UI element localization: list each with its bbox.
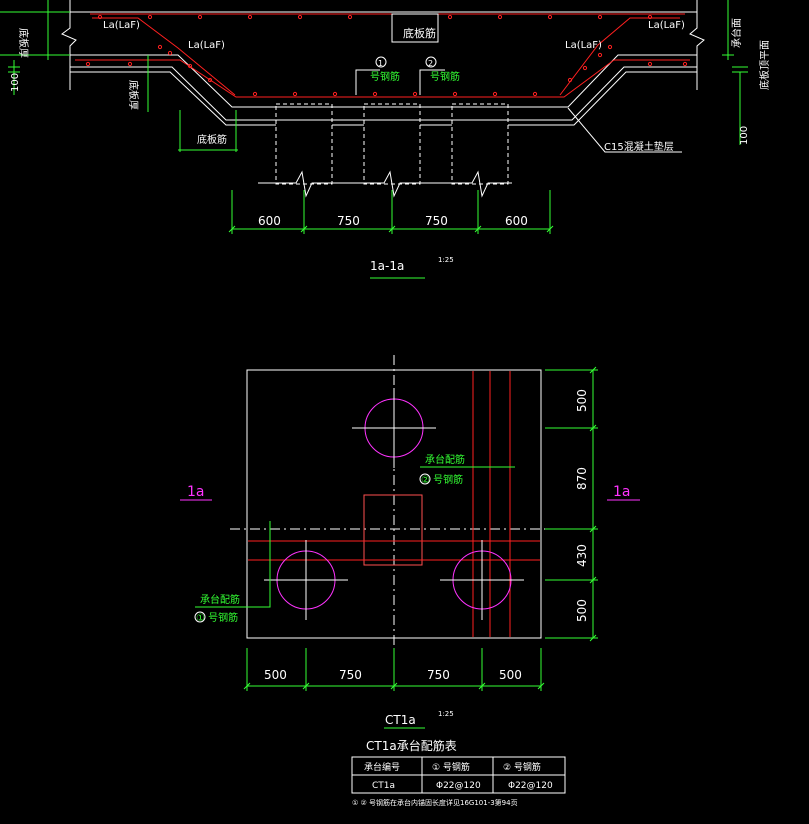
slab-bar-label-bottom: 底板筋: [197, 133, 227, 146]
plan-rebars: [248, 371, 540, 637]
pile-break-line: [258, 170, 512, 198]
plan-dim-bottom-3: 500: [499, 668, 522, 682]
la-label-1: La(LaF): [103, 20, 140, 31]
bottom-rebar-bend-right: [559, 17, 680, 96]
plan-title: CT1a: [385, 713, 416, 727]
plan-view: 1a 1a 承台配筋 ① 号钢筋 承台配筋 ② 号钢筋 500 750 750 …: [180, 355, 640, 729]
bar2-circle: [425, 56, 437, 68]
cushion-leader: [567, 107, 682, 153]
thickness-ext-left: [0, 11, 70, 56]
plan-dim-bottom: [243, 648, 545, 691]
section-scale: 1:25: [438, 256, 454, 264]
plan-dim-bottom-1: 750: [339, 668, 362, 682]
break-line-right: [689, 0, 705, 90]
rebar2-circle: [419, 473, 431, 485]
bar1-num: 1: [378, 59, 383, 68]
dim-100-left: 100: [10, 73, 21, 92]
plan-scale: 1:25: [438, 710, 454, 718]
right-label-1: 承台面: [730, 18, 743, 48]
rebar1-label-top: 承台配筋: [200, 593, 240, 606]
rebar1-leader: [195, 521, 271, 608]
table-cell-0: CT1a: [372, 781, 395, 791]
break-line-left: [61, 0, 77, 90]
piles: [275, 103, 509, 185]
section-dim-line: [228, 190, 554, 234]
plan-dim-right-0: 500: [575, 389, 589, 412]
cushion-outline-2: [70, 71, 697, 126]
section-dim-2: 750: [425, 214, 448, 228]
table-note: ① ② 号钢筋在承台内锚固长度详见16G101-3第94页: [352, 798, 518, 807]
bar-leaders: [355, 69, 445, 95]
cushion-outline: [70, 66, 697, 121]
table-cell-2: Φ22@120: [508, 781, 553, 791]
column: [363, 494, 423, 566]
bottom-rebar-left: [75, 59, 690, 98]
section-title: 1a-1a: [370, 259, 404, 273]
table-cell-1: Φ22@120: [436, 781, 481, 791]
slab-bottom-outline: [70, 54, 697, 108]
rebar-dots: [85, 14, 688, 97]
thickness-label-left: 底板厚: [17, 28, 30, 58]
bar2-text: 号钢筋: [430, 70, 460, 83]
table-header-1: ① 号钢筋: [432, 761, 470, 773]
bar2-num: 2: [428, 59, 433, 68]
plan-piles: [264, 388, 524, 620]
right-label-2: 底板顶平面: [758, 40, 771, 90]
rebar1-circle: [194, 611, 206, 623]
la-label-2: La(LaF): [188, 40, 225, 51]
section-mark-right: 1a: [613, 484, 631, 500]
section-mark-left: 1a: [187, 484, 205, 500]
plan-dim-bottom-2: 750: [427, 668, 450, 682]
plan-dim-right-2: 430: [575, 544, 589, 567]
rebar2-label-bottom: ② 号钢筋: [421, 473, 463, 486]
slab-top-line: [69, 0, 698, 13]
thickness-label-mid: 底板厚: [127, 80, 140, 110]
section-dim-1: 750: [337, 214, 360, 228]
bar1-text: 号钢筋: [370, 70, 400, 83]
table-header-0: 承台编号: [364, 761, 400, 773]
plan-dim-right-1: 870: [575, 467, 589, 490]
rebar-table: CT1a承台配筋表 承台编号 ① 号钢筋 ② 号钢筋 CT1a Φ22@120 …: [351, 738, 566, 807]
dim-100-right-line: [732, 66, 748, 145]
plan-dim-right-3: 500: [575, 599, 589, 622]
dim-100-left-line: [8, 60, 20, 95]
bottom-bar-label: 底板筋: [403, 26, 436, 40]
table-header-2: ② 号钢筋: [503, 761, 541, 773]
section-view: La(LaF) La(LaF) La(LaF) La(LaF) 底板筋 1 2 …: [0, 0, 771, 279]
rebar2-label-top: 承台配筋: [425, 453, 465, 466]
la-label-4: La(LaF): [565, 40, 602, 51]
section-dim-3: 600: [505, 214, 528, 228]
plan-dim-right: [545, 366, 598, 642]
dim-100-right: 100: [739, 126, 750, 145]
bottom-rebar-bend-left: [92, 17, 236, 96]
cushion-label: C15混凝土垫层: [604, 140, 674, 153]
rebar1-label-bottom: ① 号钢筋: [196, 611, 238, 624]
bottom-bar-callout-box: [391, 13, 439, 43]
section-dim-0: 600: [258, 214, 281, 228]
slab-bar-dim: [178, 110, 238, 152]
plan-dim-bottom-0: 500: [264, 668, 287, 682]
right-level-line: [722, 0, 734, 60]
table-title: CT1a承台配筋表: [366, 738, 457, 753]
la-label-3: La(LaF): [648, 20, 685, 31]
bar1-circle: [375, 56, 387, 68]
